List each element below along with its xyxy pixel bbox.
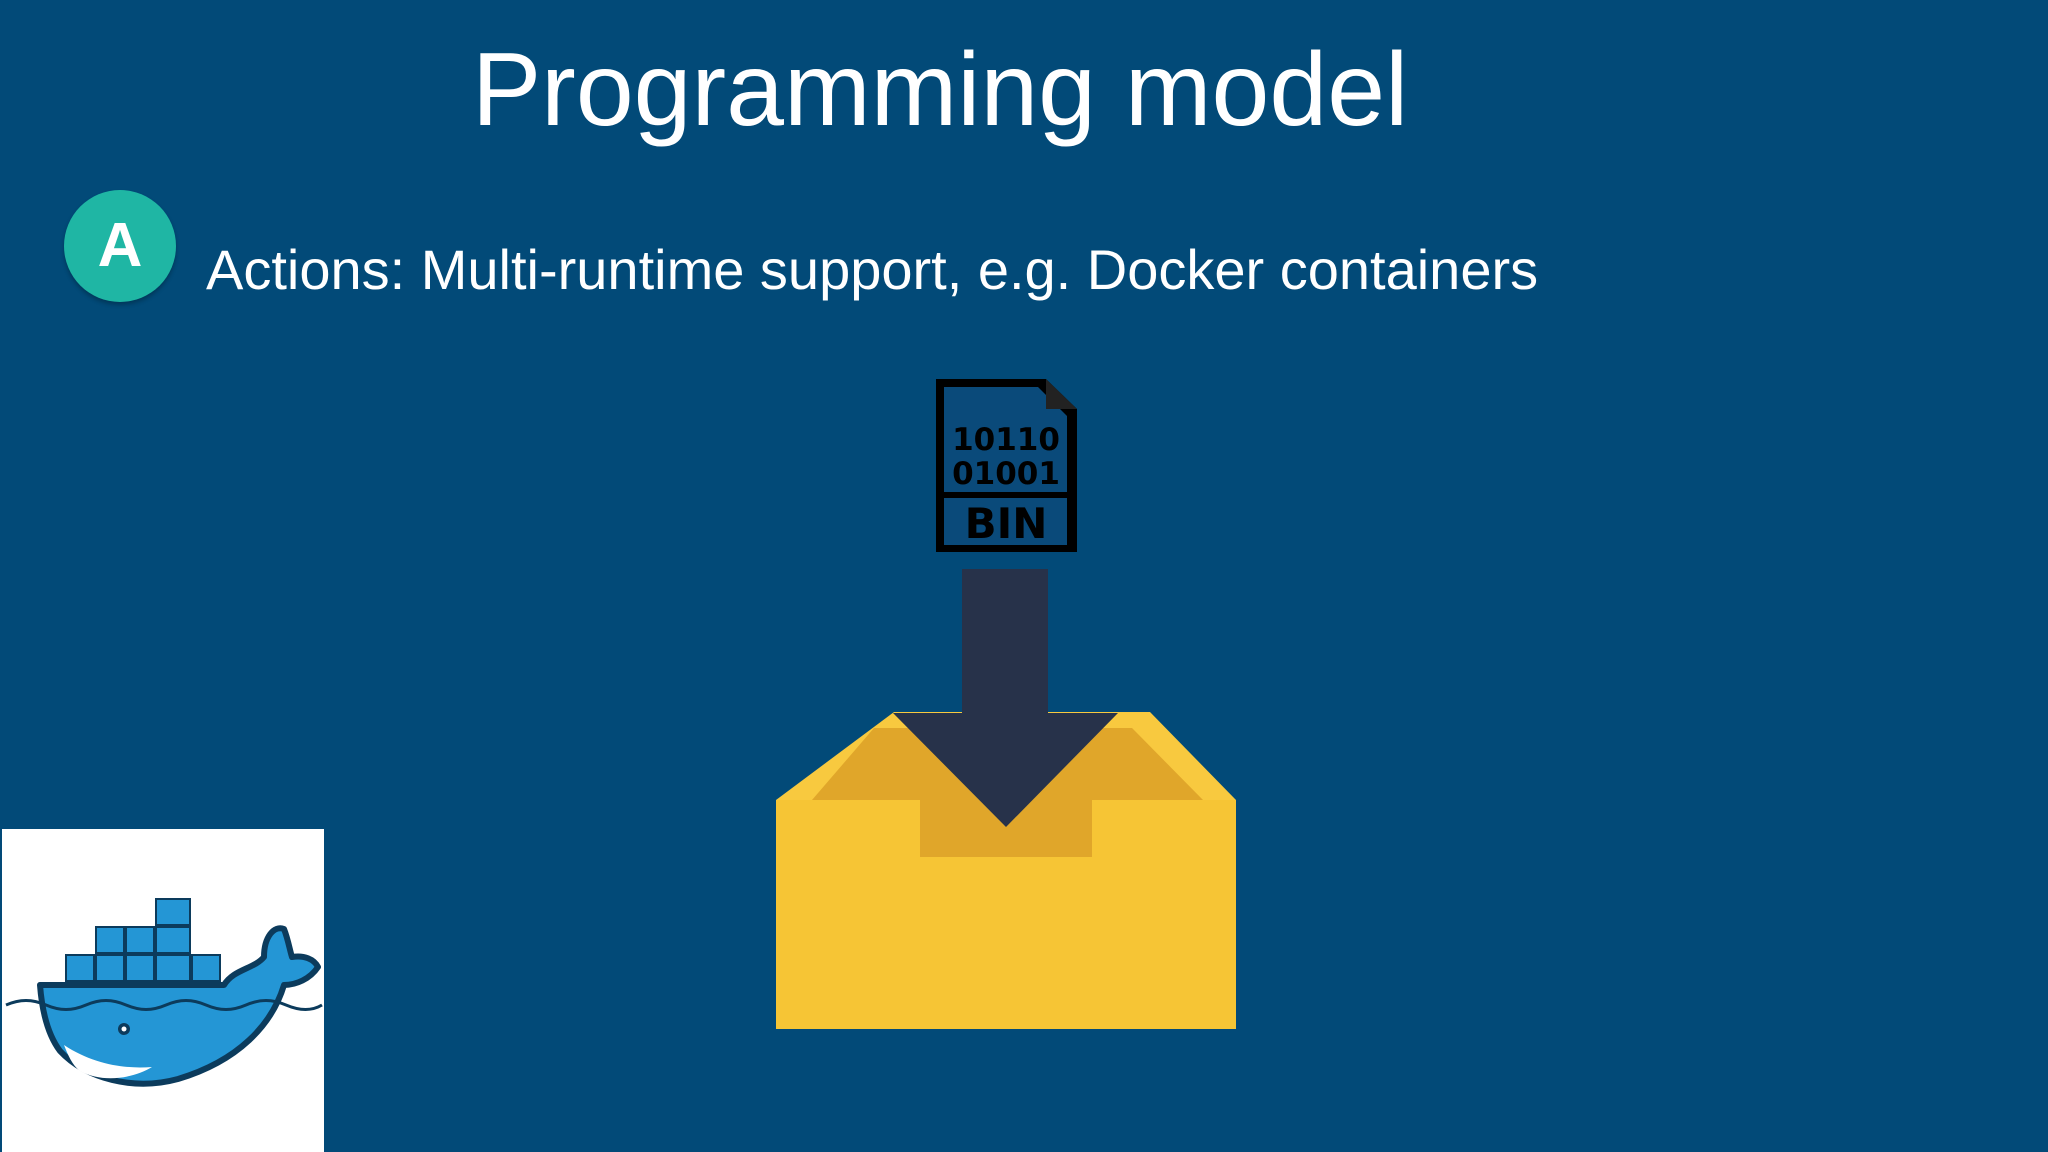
slide-title: Programming model xyxy=(471,32,1409,148)
docker-logo-panel xyxy=(2,829,324,1152)
deploy-illustration: 10110 01001 BIN xyxy=(776,379,1236,1029)
file-type-label: BIN xyxy=(965,499,1048,548)
down-arrow-icon xyxy=(893,569,1118,827)
bullet-badge: A xyxy=(64,190,176,302)
bullet-text: Actions: Multi-runtime support, e.g. Doc… xyxy=(206,238,1539,301)
docker-whale-icon xyxy=(5,898,323,1087)
file-binary-line-1: 10110 xyxy=(952,422,1060,458)
binary-file-icon: 10110 01001 BIN xyxy=(936,379,1077,552)
file-binary-line-2: 01001 xyxy=(952,456,1060,492)
